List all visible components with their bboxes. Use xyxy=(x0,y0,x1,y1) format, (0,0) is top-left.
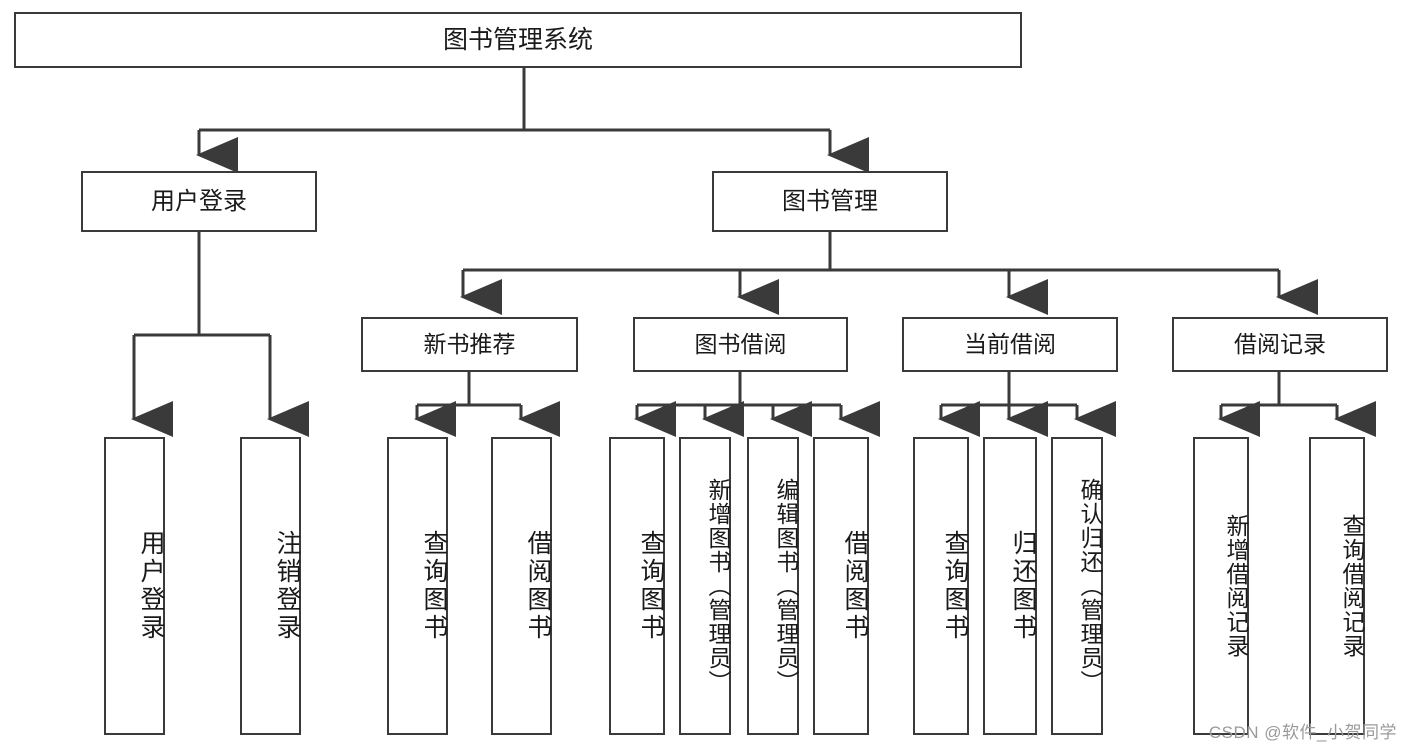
node-leaf-query-borrow-record[interactable]: 查询借阅记录 xyxy=(1309,437,1365,735)
node-leaf-add-borrow-record-label: 新增借阅记录 xyxy=(1223,514,1249,658)
node-user-login[interactable]: 用户登录 xyxy=(81,171,317,232)
node-current-borrow-label: 当前借阅 xyxy=(964,331,1056,358)
node-leaf-recommend-query-book[interactable]: 查询图书 xyxy=(387,437,448,735)
node-leaf-edit-book-admin[interactable]: 编辑图书（管理员） xyxy=(747,437,799,735)
node-leaf-add-book-admin[interactable]: 新增图书（管理员） xyxy=(679,437,731,735)
node-leaf-confirm-return-admin-label: 确认归还（管理员） xyxy=(1077,478,1103,694)
node-leaf-borrow-query-book-label: 查询图书 xyxy=(637,530,665,642)
node-leaf-return-book-label: 归还图书 xyxy=(1009,530,1037,642)
node-leaf-borrow-book-label: 借阅图书 xyxy=(841,530,869,642)
node-current-borrow[interactable]: 当前借阅 xyxy=(902,317,1118,372)
node-leaf-add-borrow-record[interactable]: 新增借阅记录 xyxy=(1193,437,1249,735)
node-leaf-user-login[interactable]: 用户登录 xyxy=(104,437,165,735)
node-user-login-label: 用户登录 xyxy=(151,187,247,215)
node-new-book-recommend[interactable]: 新书推荐 xyxy=(361,317,578,372)
node-leaf-query-borrow-record-label: 查询借阅记录 xyxy=(1339,514,1365,658)
node-leaf-confirm-return-admin[interactable]: 确认归还（管理员） xyxy=(1051,437,1103,735)
node-leaf-borrow-query-book[interactable]: 查询图书 xyxy=(609,437,665,735)
node-leaf-recommend-borrow-book-label: 借阅图书 xyxy=(524,530,552,642)
node-leaf-return-book[interactable]: 归还图书 xyxy=(983,437,1037,735)
csdn-watermark: CSDN @软件_小贺同学 xyxy=(1208,723,1397,742)
node-leaf-borrow-book[interactable]: 借阅图书 xyxy=(813,437,869,735)
node-leaf-recommend-borrow-book[interactable]: 借阅图书 xyxy=(491,437,552,735)
node-root-system[interactable]: 图书管理系统 xyxy=(14,12,1022,68)
node-new-book-recommend-label: 新书推荐 xyxy=(423,331,516,358)
node-book-borrow-label: 图书借阅 xyxy=(694,331,787,358)
node-leaf-logout-label: 注销登录 xyxy=(273,530,301,642)
node-borrow-record-label: 借阅记录 xyxy=(1234,331,1326,358)
node-leaf-logout[interactable]: 注销登录 xyxy=(240,437,301,735)
node-borrow-record[interactable]: 借阅记录 xyxy=(1172,317,1388,372)
node-leaf-current-query-book[interactable]: 查询图书 xyxy=(913,437,969,735)
node-book-borrow[interactable]: 图书借阅 xyxy=(633,317,848,372)
node-leaf-user-login-label: 用户登录 xyxy=(137,530,165,642)
node-leaf-edit-book-admin-label: 编辑图书（管理员） xyxy=(773,478,799,694)
node-leaf-add-book-admin-label: 新增图书（管理员） xyxy=(705,478,731,694)
node-leaf-current-query-book-label: 查询图书 xyxy=(941,530,969,642)
node-root-system-label: 图书管理系统 xyxy=(442,25,593,54)
node-book-management-label: 图书管理 xyxy=(782,187,878,215)
node-book-management[interactable]: 图书管理 xyxy=(712,171,948,232)
node-leaf-recommend-query-book-label: 查询图书 xyxy=(420,530,448,642)
